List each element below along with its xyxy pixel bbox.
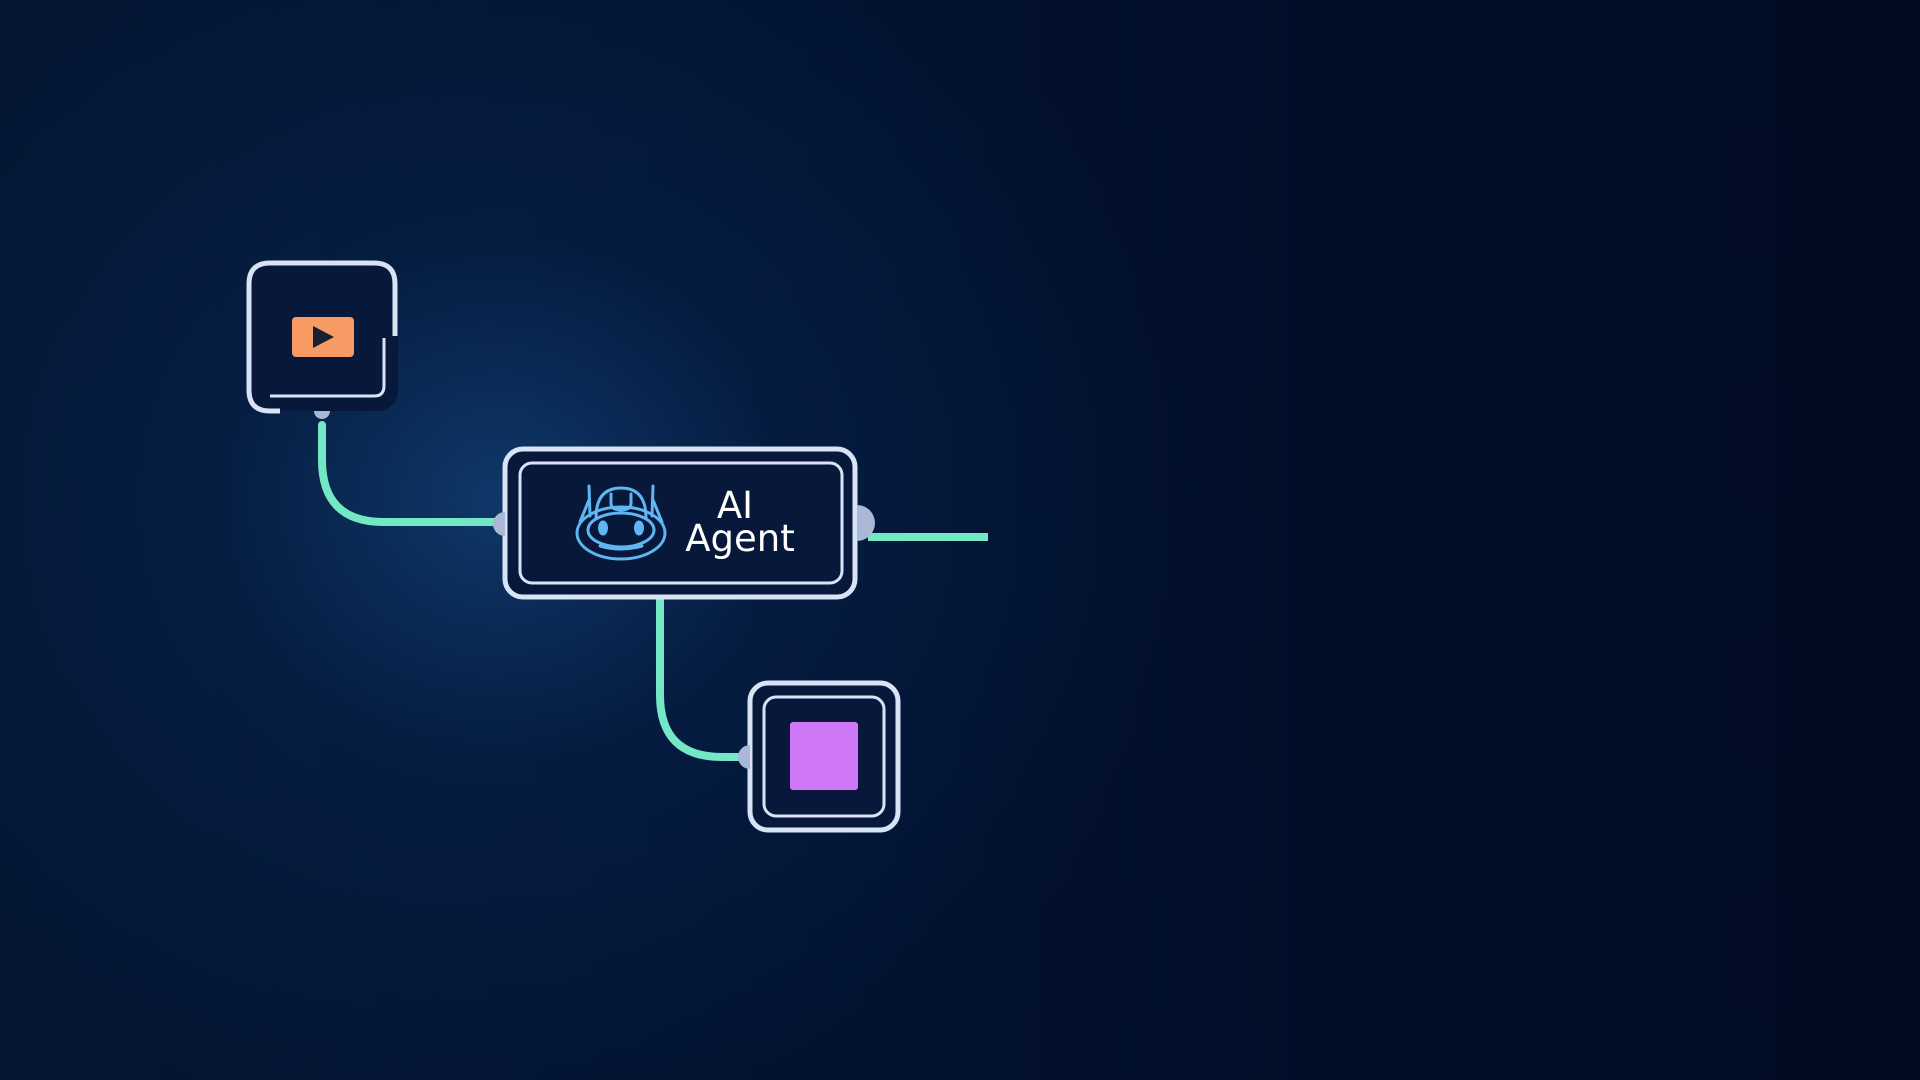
play-icon	[292, 317, 354, 357]
input-node-outer-border	[246, 260, 398, 414]
agent-input-port	[493, 512, 505, 536]
ai-agent-node[interactable]: AI Agent	[493, 446, 875, 600]
agent-output-port	[857, 505, 875, 541]
connector-input-to-agent	[318, 421, 504, 526]
stop-square-icon	[790, 722, 858, 790]
robot-icon	[575, 484, 667, 561]
agent-label-line1: AI	[717, 484, 753, 527]
input-node[interactable]	[246, 260, 398, 419]
connector-agent-to-output	[656, 598, 746, 761]
input-node-inner-border	[270, 338, 386, 398]
input-node-port	[314, 411, 330, 419]
agent-node-inner-border	[518, 461, 844, 585]
agent-label-line2: Agent	[685, 517, 795, 560]
output-node-port	[738, 745, 750, 769]
agent-node-outer-border	[502, 446, 858, 600]
output-node-inner-border	[762, 695, 886, 818]
output-node[interactable]	[738, 680, 901, 833]
